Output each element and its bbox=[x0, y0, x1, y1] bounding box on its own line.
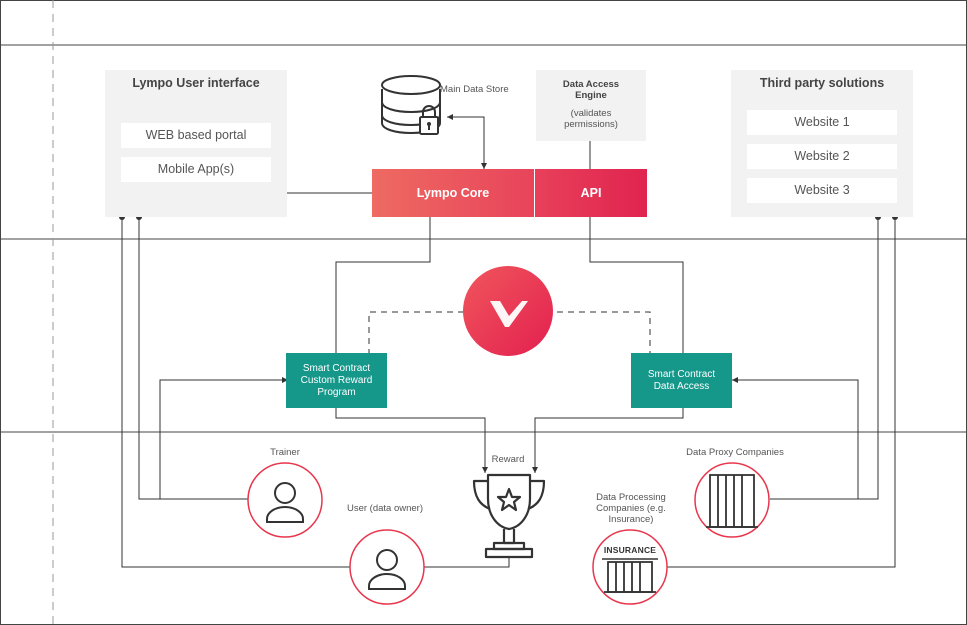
proxy-label: Data Proxy Companies bbox=[686, 447, 784, 458]
trainer-label: Trainer bbox=[270, 447, 300, 458]
smart-contract-reward: Smart Contract Custom Reward Program bbox=[286, 353, 387, 408]
smart-contract-access-label: Smart Contract Data Access bbox=[647, 368, 716, 392]
database-lock-icon bbox=[380, 73, 444, 139]
processing-label: Data Processing Companies (e.g. Insuranc… bbox=[596, 492, 666, 525]
data-access-engine-note: (validates permissions) bbox=[564, 108, 618, 130]
api-label: API bbox=[580, 186, 602, 200]
user-interface-title: Lympo User interface bbox=[132, 76, 260, 90]
insurance-building-icon: INSURANCE bbox=[592, 529, 668, 605]
web-portal-label: WEB based portal bbox=[145, 128, 247, 142]
trophy-icon bbox=[468, 472, 550, 562]
lympo-core-block: Lympo Core bbox=[372, 169, 534, 217]
trainer-person-icon bbox=[247, 462, 323, 538]
web-portal-item: WEB based portal bbox=[121, 123, 271, 148]
mobile-app-label: Mobile App(s) bbox=[157, 162, 235, 176]
website-1-item: Website 1 bbox=[747, 110, 897, 135]
user-label: User (data owner) bbox=[346, 503, 424, 514]
proxy-building-icon bbox=[694, 462, 770, 538]
api-block: API bbox=[535, 169, 647, 217]
user-person-icon bbox=[349, 529, 425, 605]
user-interface-panel: Lympo User interface WEB based portal Mo… bbox=[105, 70, 287, 217]
smart-contract-access: Smart Contract Data Access bbox=[631, 353, 732, 408]
website-1-label: Website 1 bbox=[794, 115, 850, 129]
reward-label: Reward bbox=[491, 454, 525, 465]
lympo-logo-icon bbox=[463, 266, 553, 356]
website-3-item: Website 3 bbox=[747, 178, 897, 203]
mobile-app-item: Mobile App(s) bbox=[121, 157, 271, 182]
smart-contract-reward-label: Smart Contract Custom Reward Program bbox=[300, 362, 373, 398]
data-store-label: Main Data Store bbox=[440, 84, 509, 95]
third-party-title: Third party solutions bbox=[759, 76, 885, 90]
insurance-sign: INSURANCE bbox=[603, 545, 657, 555]
data-access-engine-title: Data Access Engine bbox=[562, 79, 620, 101]
website-3-label: Website 3 bbox=[794, 183, 850, 197]
website-2-item: Website 2 bbox=[747, 144, 897, 169]
third-party-panel: Third party solutions Website 1 Website … bbox=[731, 70, 913, 217]
data-access-engine-box: Data Access Engine (validates permission… bbox=[536, 70, 646, 141]
lympo-core-label: Lympo Core bbox=[416, 186, 490, 200]
website-2-label: Website 2 bbox=[794, 149, 850, 163]
